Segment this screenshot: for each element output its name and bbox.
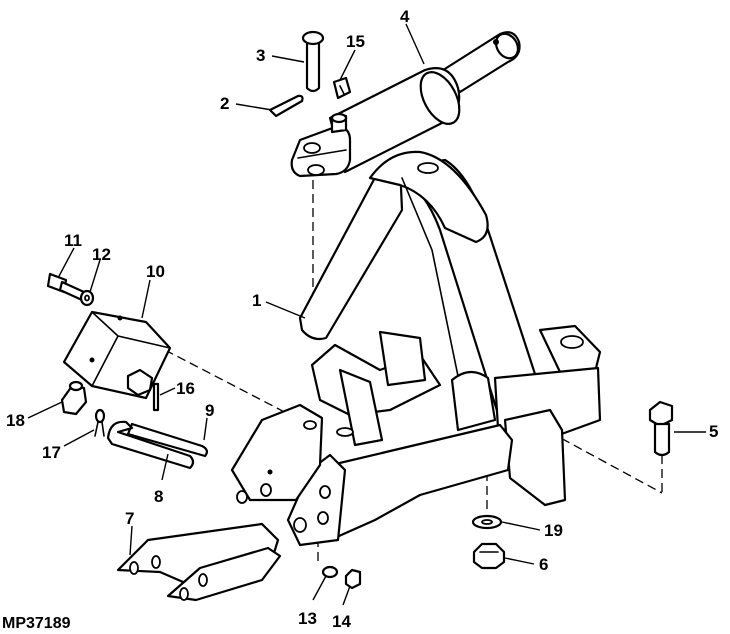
callout-12: 12 <box>92 245 111 264</box>
callout-9: 9 <box>205 401 214 420</box>
callout-5: 5 <box>709 422 718 441</box>
callout-13: 13 <box>298 609 317 628</box>
hitch-base-frame <box>230 324 602 547</box>
hex-bolt-5 <box>648 400 674 457</box>
callout-labels: 1 2 3 4 5 6 7 8 9 10 11 12 13 14 15 16 1… <box>6 7 718 631</box>
roll-pin <box>152 382 160 412</box>
hex-nut-6 <box>472 542 506 570</box>
l-pin <box>106 420 195 470</box>
washer-19 <box>471 514 503 530</box>
callout-19: 19 <box>544 521 563 540</box>
callout-11: 11 <box>64 231 82 250</box>
figure-code: MP37189 <box>2 615 71 632</box>
callout-16: 16 <box>176 379 195 398</box>
leader-lines <box>27 23 706 606</box>
callout-1: 1 <box>252 291 261 310</box>
mounting-block <box>62 310 172 400</box>
callout-4: 4 <box>400 7 410 26</box>
lock-washer-13 <box>321 565 339 579</box>
callout-17: 17 <box>42 443 61 462</box>
callout-6: 6 <box>539 555 548 574</box>
callout-7: 7 <box>125 509 134 528</box>
callout-18: 18 <box>6 411 25 430</box>
straight-pin <box>126 422 209 458</box>
callout-15: 15 <box>346 32 365 51</box>
a-frame <box>298 150 552 442</box>
hex-bolt-11 <box>46 272 86 302</box>
hydraulic-cylinder <box>290 31 521 178</box>
spring-clip <box>94 408 106 437</box>
callout-10: 10 <box>146 262 165 281</box>
cotter-pin <box>268 94 304 118</box>
u-bracket <box>116 522 282 602</box>
callout-2: 2 <box>220 94 229 113</box>
callout-8: 8 <box>154 487 163 506</box>
callout-3: 3 <box>256 46 265 65</box>
callout-14: 14 <box>332 612 351 631</box>
elbow-fitting <box>60 380 88 416</box>
clevis-pin <box>301 30 325 93</box>
nut-14 <box>344 568 362 590</box>
washer-12 <box>79 289 95 307</box>
